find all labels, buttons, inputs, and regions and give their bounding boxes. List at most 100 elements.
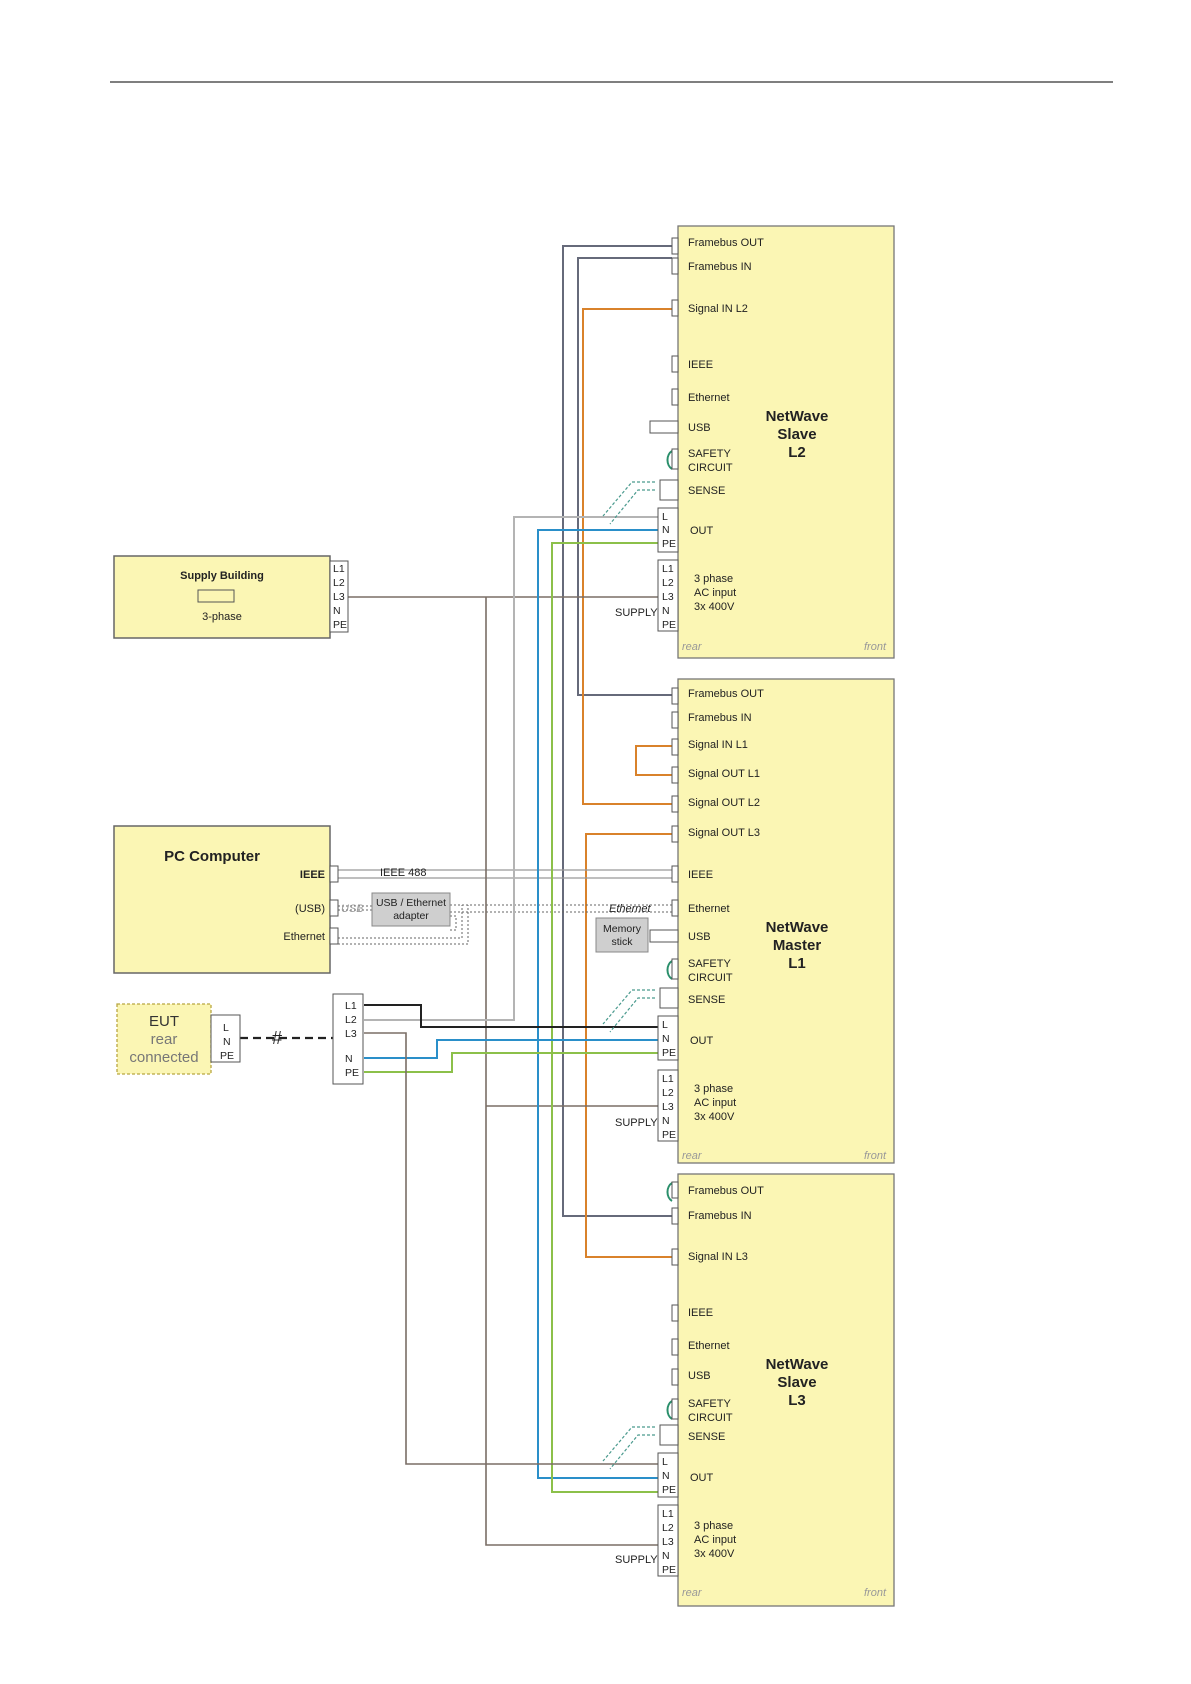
jn-term-2: L2 bbox=[345, 1014, 357, 1026]
term-l-l2: L bbox=[662, 511, 668, 523]
port-framebus-out-l3[interactable] bbox=[671, 1181, 679, 1199]
terminal-supply-l3 bbox=[657, 1504, 679, 1577]
term-pe-l2: PE bbox=[662, 538, 676, 550]
term-s4-l2: N bbox=[662, 605, 670, 617]
eut-term-pe: PE bbox=[220, 1050, 234, 1062]
term-n-master: N bbox=[662, 1033, 670, 1045]
port-ieee-l2[interactable] bbox=[671, 355, 679, 373]
cable-break-mark: # bbox=[272, 1028, 282, 1048]
term-s3-l3: L3 bbox=[662, 1536, 674, 1548]
label-input-3-l3: 3x 400V bbox=[694, 1548, 735, 1560]
port-usb-l3[interactable] bbox=[671, 1368, 679, 1386]
port-framebus-in-master[interactable] bbox=[671, 711, 679, 729]
port-sense-master[interactable] bbox=[659, 987, 679, 1009]
label-framebus-in-l2: Framebus IN bbox=[688, 261, 752, 273]
port-sense-l2[interactable] bbox=[659, 479, 679, 501]
unit-name-l2-2: Slave bbox=[777, 426, 816, 443]
label-framebus-out-l2: Framebus OUT bbox=[688, 237, 764, 249]
terminal-out-master bbox=[657, 1015, 679, 1061]
eut-box bbox=[116, 1003, 212, 1075]
port-safety-l2[interactable] bbox=[671, 448, 679, 470]
wire-signal-l1-loop bbox=[635, 745, 672, 776]
term-s4-l3: N bbox=[662, 1550, 670, 1562]
label-front-l2: front bbox=[864, 641, 887, 653]
jn-term-4: N bbox=[345, 1053, 353, 1065]
port-ethernet-l2[interactable] bbox=[671, 388, 679, 406]
terminal-supply-building bbox=[329, 560, 349, 633]
label-ieee-l2: IEEE bbox=[688, 359, 713, 371]
label-framebus-in-master: Framebus IN bbox=[688, 712, 752, 724]
unit-slave-l2 bbox=[677, 225, 895, 659]
port-ieee-master[interactable] bbox=[671, 865, 679, 883]
unit-name-master-2: Master bbox=[773, 937, 822, 954]
port-framebus-out-l2[interactable] bbox=[671, 237, 679, 255]
framebus-terminator-l3 bbox=[666, 1182, 673, 1202]
terminal-out-l3 bbox=[657, 1452, 679, 1498]
label-signal-out-l1: Signal OUT L1 bbox=[688, 768, 760, 780]
wire-out-l-l2 bbox=[364, 516, 672, 1021]
port-ethernet-l3[interactable] bbox=[671, 1338, 679, 1356]
wire-out-pe-chain bbox=[551, 542, 672, 1493]
port-pc-usb[interactable] bbox=[329, 899, 339, 917]
wire-signal-l2 bbox=[582, 308, 672, 805]
safety-loop-l2 bbox=[666, 450, 673, 470]
label-ethernet-master: Ethernet bbox=[688, 903, 730, 915]
port-ieee-l3[interactable] bbox=[671, 1304, 679, 1322]
port-signal-out-l2[interactable] bbox=[671, 795, 679, 813]
terminal-out-l2 bbox=[657, 507, 679, 553]
label-ethernet-cable: Ethernet bbox=[609, 903, 652, 915]
port-signal-in-l2[interactable] bbox=[671, 299, 679, 317]
pc-label-usb: (USB) bbox=[295, 903, 325, 915]
label-usb-master: USB bbox=[688, 931, 711, 943]
term-s1-l3: L1 bbox=[662, 1508, 674, 1520]
port-signal-in-master[interactable] bbox=[671, 738, 679, 756]
wire-out-l-master bbox=[364, 1004, 672, 1028]
port-safety-master[interactable] bbox=[671, 958, 679, 980]
wires: # bbox=[240, 245, 672, 1546]
port-usb-master[interactable] bbox=[649, 929, 679, 943]
label-framebus-out-l3: Framebus OUT bbox=[688, 1185, 764, 1197]
label-rear-l2: rear bbox=[682, 641, 703, 653]
wire-sense-master-b bbox=[609, 997, 655, 1033]
label-rear-master: rear bbox=[682, 1150, 703, 1162]
port-usb-l2[interactable] bbox=[649, 420, 679, 434]
port-framebus-in-l2[interactable] bbox=[671, 257, 679, 275]
label-ethernet-l3: Ethernet bbox=[688, 1340, 730, 1352]
eut-line-2: rear bbox=[151, 1031, 178, 1048]
wire-sense-l3-a bbox=[602, 1426, 655, 1462]
port-safety-l3[interactable] bbox=[671, 1398, 679, 1420]
unit-name-l3-3: L3 bbox=[788, 1392, 806, 1409]
term-l-master: L bbox=[662, 1019, 668, 1031]
safety-loop-master bbox=[666, 960, 673, 980]
wire-pc-ethernet-a bbox=[338, 905, 463, 939]
label-input-2-l3: AC input bbox=[694, 1534, 736, 1546]
port-framebus-in-l3[interactable] bbox=[671, 1207, 679, 1225]
label-sense-l3: SENSE bbox=[688, 1431, 725, 1443]
port-ethernet-master[interactable] bbox=[671, 899, 679, 917]
eut-term-n: N bbox=[223, 1036, 231, 1048]
port-sense-l3[interactable] bbox=[659, 1424, 679, 1446]
wire-adapter-loop bbox=[450, 915, 457, 931]
label-ieee488: IEEE 488 bbox=[380, 867, 426, 879]
supply-building-subtitle: 3-phase bbox=[202, 611, 242, 623]
eut-line-1: EUT bbox=[149, 1013, 179, 1030]
port-signal-out-l1[interactable] bbox=[671, 766, 679, 784]
port-signal-in-l3[interactable] bbox=[671, 1248, 679, 1266]
label-sense-l2: SENSE bbox=[688, 485, 725, 497]
terminal-supply-master bbox=[657, 1069, 679, 1142]
unit-name-l3-2: Slave bbox=[777, 1374, 816, 1391]
label-sense-master: SENSE bbox=[688, 994, 725, 1006]
terminal-junction bbox=[332, 993, 364, 1085]
port-signal-out-l3[interactable] bbox=[671, 825, 679, 843]
jn-term-1: L1 bbox=[345, 1000, 357, 1012]
eut-term-l: L bbox=[223, 1022, 229, 1034]
unit-name-l2-3: L2 bbox=[788, 444, 806, 461]
unit-name-l3-1: NetWave bbox=[766, 1356, 829, 1373]
port-pc-ieee[interactable] bbox=[329, 865, 339, 883]
unit-master-l1 bbox=[677, 678, 895, 1164]
port-pc-ethernet[interactable] bbox=[329, 927, 339, 945]
label-framebus-out-master: Framebus OUT bbox=[688, 688, 764, 700]
port-framebus-out-master[interactable] bbox=[671, 687, 679, 705]
label-signal-in-l2: Signal IN L2 bbox=[688, 303, 748, 315]
label-supply-master: SUPPLY bbox=[615, 1117, 658, 1129]
